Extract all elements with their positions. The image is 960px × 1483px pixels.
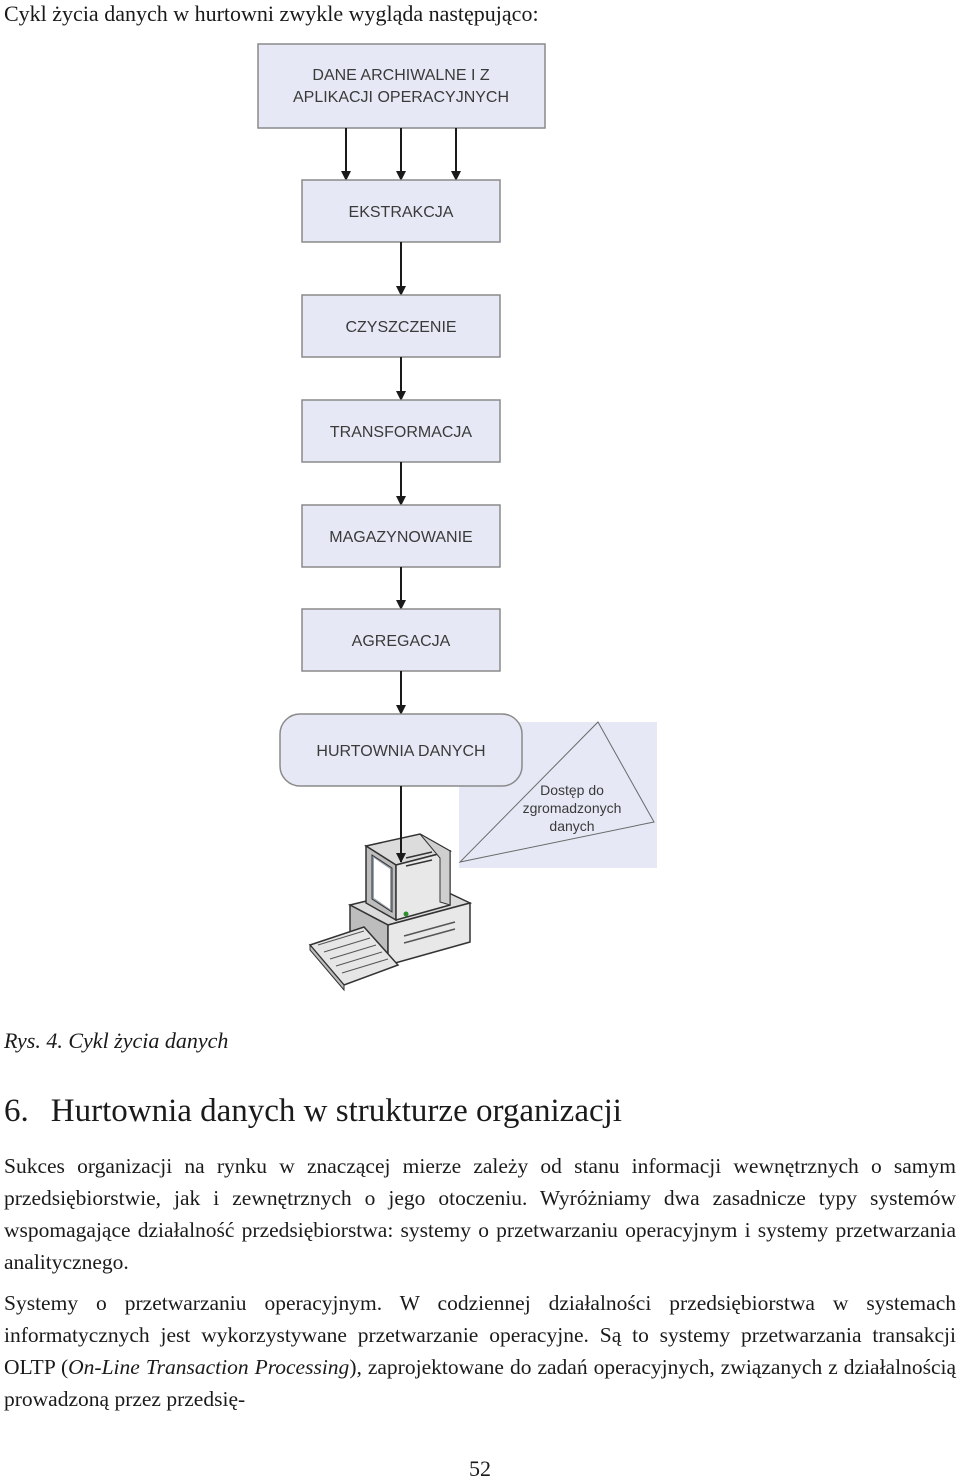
step-label-aggregation: AGREGACJA <box>352 633 451 650</box>
term-oltp: On-Line Transaction Processing <box>68 1355 350 1379</box>
section-title: Hurtownia danych w strukturze organizacj… <box>50 1093 622 1129</box>
page-number: 52 <box>469 1456 491 1481</box>
step-label-storage: MAGAZYNOWANIE <box>329 529 472 546</box>
step-box-cleaning <box>301 294 501 358</box>
step-label-extraction: EKSTRAKCJA <box>349 204 454 221</box>
paragraph-text: Systemy o przetwarzaniu operacyjnym. W c… <box>4 1291 956 1379</box>
access-note-line1: Dostęp do <box>540 782 604 798</box>
data-lifecycle-diagram: DANE ARCHIWALNE I Z APLIKACJI OPERACYJNY… <box>257 43 657 992</box>
warehouse-label: HURTOWNIA DANYCH <box>316 743 485 760</box>
section-number: 6. <box>4 1093 29 1129</box>
step-label-transformation: TRANSFORMACJA <box>330 424 473 441</box>
step-box-aggregation <box>301 608 501 672</box>
access-note-line3: danych <box>549 818 594 834</box>
body-paragraph: Systemy o przetwarzaniu operacyjnym. W c… <box>4 1287 956 1415</box>
intro-text: Cykl życia danych w hurtowni zwykle wygl… <box>4 1 539 26</box>
figure-caption: Rys. 4. Cykl życia danych <box>4 1028 229 1053</box>
access-note-line2: zgromadzonych <box>523 800 622 816</box>
source-label-line2: APLIKACJI OPERACYJNYCH <box>293 89 509 106</box>
step-label-cleaning: CZYSZCZENIE <box>345 319 456 336</box>
desktop-computer-icon <box>308 833 473 992</box>
step-box-transformation <box>301 399 501 463</box>
access-callout-pointer <box>458 721 655 863</box>
source-box <box>257 43 546 129</box>
body-paragraph: Sukces organizacji na rynku w znaczącej … <box>4 1154 956 1274</box>
source-label-line1: DANE ARCHIWALNE I Z <box>312 67 489 84</box>
paragraph-text: ), zaprojekto­wane do zadań operacyjnych… <box>4 1355 957 1411</box>
section-heading: 6. Hurtownia danych w strukturze organiza… <box>4 1090 622 1132</box>
